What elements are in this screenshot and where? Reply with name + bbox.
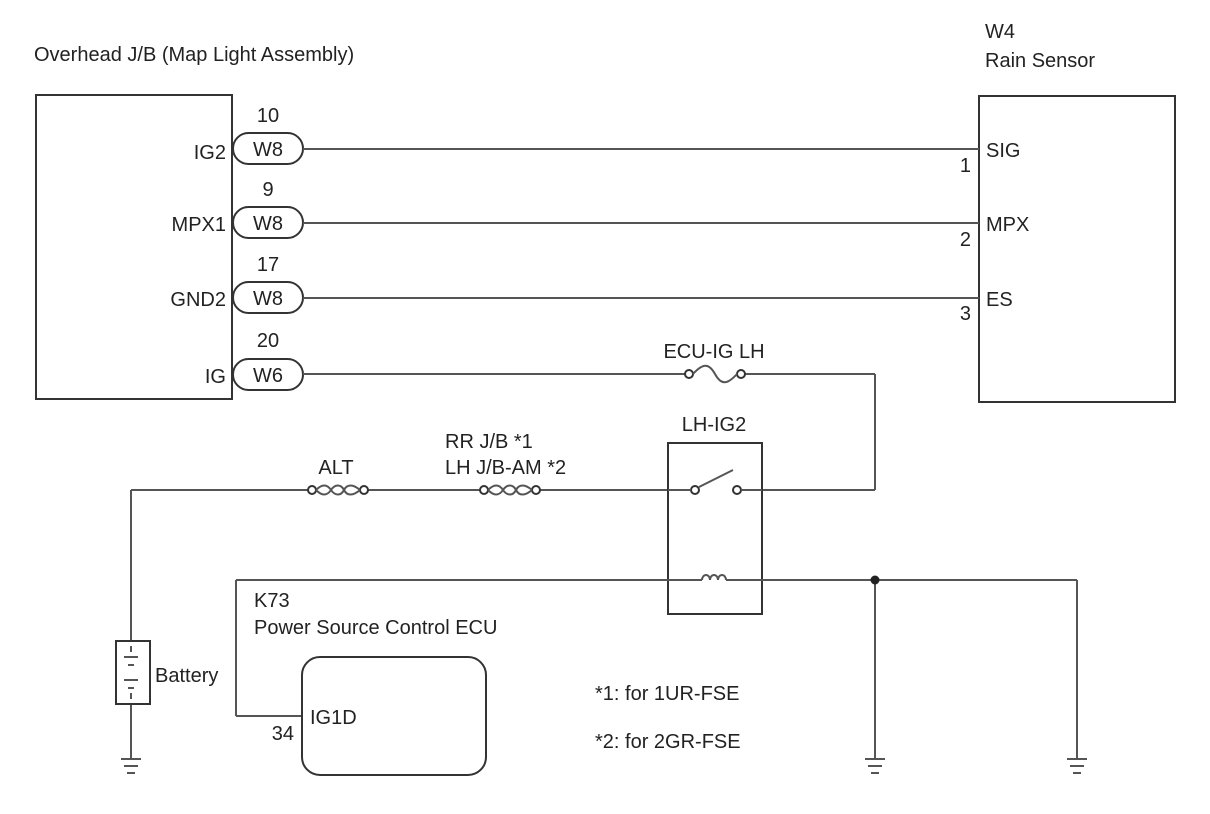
- fuse-ecu-ig-lh-label: ECU-IG LH: [663, 341, 764, 363]
- rain-sensor: W4 Rain Sensor SIG MPX ES 1 2 3: [960, 21, 1176, 403]
- rain-sensor-pin-number-2: 2: [960, 229, 971, 251]
- rain-sensor-pin-label-mpx: MPX: [986, 214, 1029, 236]
- junction-dot: [870, 575, 880, 585]
- fuse-rr-jb-label: RR J/B *1: [445, 431, 533, 453]
- coil-circuit: [235, 575, 1078, 758]
- rain-sensor-code: W4: [985, 21, 1015, 43]
- overhead-pin-label-gnd2: GND2: [170, 289, 226, 311]
- fuse-alt-label: ALT: [318, 457, 353, 479]
- battery-feed-circuit: [130, 489, 691, 758]
- rain-sensor-pin-number-1: 1: [960, 155, 971, 177]
- relay-coil: [701, 574, 727, 581]
- overhead-jb-title: Overhead J/B (Map Light Assembly): [34, 44, 354, 66]
- relay-box: [667, 442, 763, 615]
- svg-text:W8: W8: [253, 213, 283, 235]
- svg-text:W6: W6: [253, 365, 283, 387]
- connector-w8-pin9: W8: [232, 206, 304, 239]
- ground-icon-right: [1067, 758, 1087, 774]
- overhead-jb-box: [35, 94, 233, 400]
- rain-sensor-pin-label-es: ES: [986, 289, 1013, 311]
- relay-contact-right: [732, 485, 742, 495]
- overhead-jb: Overhead J/B (Map Light Assembly) IG2 MP…: [34, 44, 354, 400]
- rain-sensor-name: Rain Sensor: [985, 50, 1095, 72]
- ecu-code: K73: [254, 590, 290, 612]
- rain-sensor-box: [978, 95, 1176, 403]
- relay-label: LH-IG2: [682, 414, 746, 436]
- fuse-rr-jb-lh-jb-am: RR J/B *1 LH J/B-AM *2: [445, 431, 566, 496]
- svg-text:W8: W8: [253, 139, 283, 161]
- battery-box: [115, 640, 151, 705]
- relay-lh-ig2: LH-IG2: [667, 414, 763, 615]
- overhead-pin-number-17: 17: [257, 254, 279, 276]
- connector-w6-pin20: W6: [232, 358, 304, 391]
- fuse-lh-jb-am-label: LH J/B-AM *2: [445, 457, 566, 479]
- ground-icon-junction: [865, 758, 885, 774]
- battery: Battery: [115, 640, 218, 705]
- ig-power-circuit: [303, 373, 876, 491]
- svg-text:W8: W8: [253, 288, 283, 310]
- relay-switch-arm: [698, 469, 734, 488]
- connector-w8-pin17: W8: [232, 281, 304, 314]
- fuse-ecu-ig-lh: ECU-IG LH: [663, 341, 765, 384]
- power-source-control-ecu: K73 Power Source Control ECU IG1D 34: [254, 590, 497, 776]
- ecu-pin-number: 34: [272, 723, 294, 745]
- relay-contact-left: [690, 485, 700, 495]
- ecu-pin-label: IG1D: [310, 707, 357, 729]
- battery-label: Battery: [155, 665, 218, 687]
- connector-w8-pin10: W8: [232, 132, 304, 165]
- note-1: *1: for 1UR-FSE: [595, 683, 739, 705]
- overhead-pin-number-20: 20: [257, 330, 279, 352]
- note-2: *2: for 2GR-FSE: [595, 731, 741, 753]
- rain-sensor-pin-label-sig: SIG: [986, 140, 1020, 162]
- overhead-pin-number-9: 9: [262, 179, 273, 201]
- rain-sensor-pin-number-3: 3: [960, 303, 971, 325]
- ecu-box: [301, 656, 487, 776]
- ecu-name: Power Source Control ECU: [254, 617, 497, 639]
- fuse-alt: ALT: [307, 457, 369, 496]
- overhead-pin-label-ig: IG: [205, 366, 226, 388]
- ground-icon-battery: [121, 758, 141, 774]
- overhead-pin-number-10: 10: [257, 105, 279, 127]
- overhead-pin-label-mpx1: MPX1: [172, 214, 226, 236]
- overhead-pin-label-ig2: IG2: [194, 142, 226, 164]
